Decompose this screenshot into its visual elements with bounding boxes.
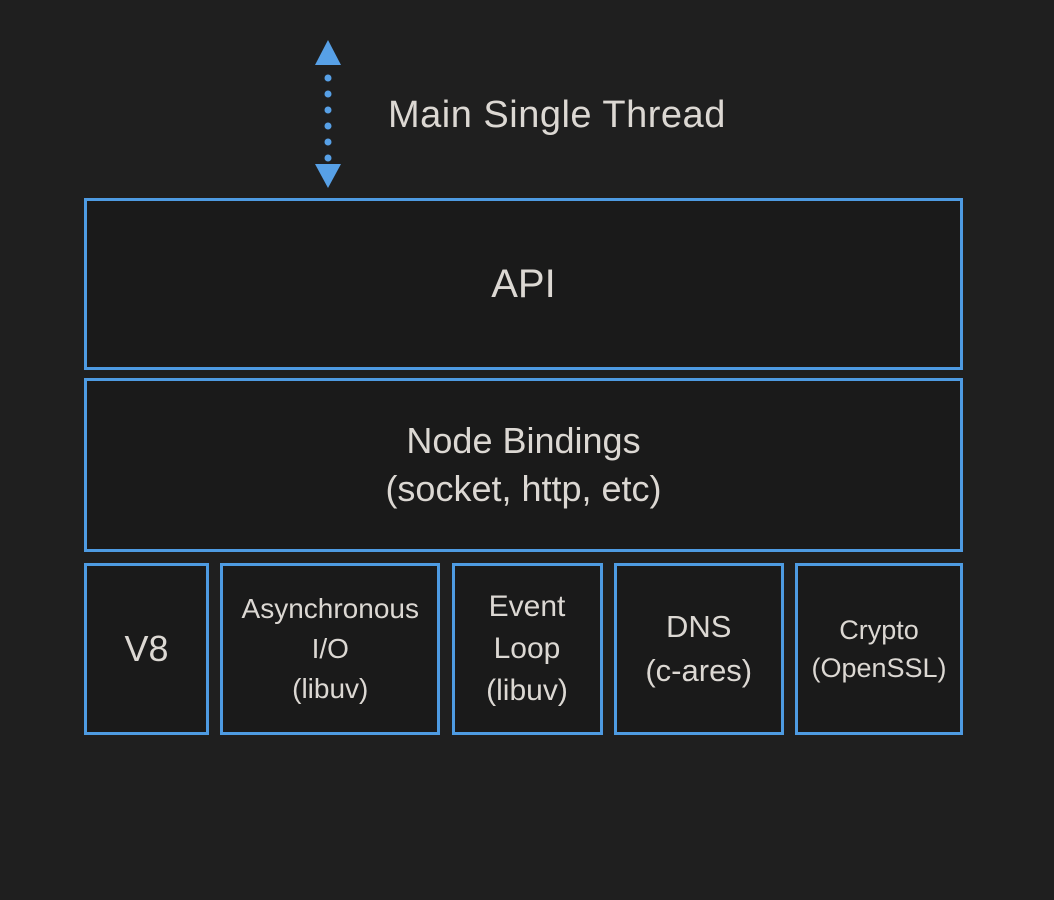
crypto-label-line1: Crypto [839,615,919,645]
dns-box: DNS (c-ares) [613,563,784,735]
dns-label-line1: DNS [666,609,732,644]
main-thread-double-arrow-icon [315,40,341,188]
node-bindings-label-line1: Node Bindings [406,420,641,461]
event-loop-label-line1: Event [488,590,566,623]
components-row: V8 Asynchronous I/O (libuv) Event Loop (… [84,563,963,735]
asynchronous-io-label-line1: Asynchronous [241,593,419,624]
node-bindings-box: Node Bindings (socket, http, etc) [84,378,963,552]
architecture-stack: API Node Bindings (socket, http, etc) V8… [84,198,963,735]
asynchronous-io-label-line3: (libuv) [292,673,369,704]
event-loop-box: Event Loop (libuv) [451,563,603,735]
node-bindings-label-line2: (socket, http, etc) [385,468,662,509]
api-label: API [491,261,556,306]
v8-label: V8 [124,628,169,669]
dns-label-line2: (c-ares) [645,653,753,688]
asynchronous-io-label-line2: I/O [311,633,349,664]
v8-box: V8 [84,563,209,735]
asynchronous-io-box: Asynchronous I/O (libuv) [220,563,441,735]
event-loop-label-line2: Loop [493,632,561,665]
crypto-box: Crypto (OpenSSL) [795,563,963,735]
event-loop-label-line3: (libuv) [486,674,568,707]
main-single-thread-label: Main Single Thread [388,94,726,136]
crypto-label-line2: (OpenSSL) [811,653,947,683]
api-box: API [84,198,963,370]
